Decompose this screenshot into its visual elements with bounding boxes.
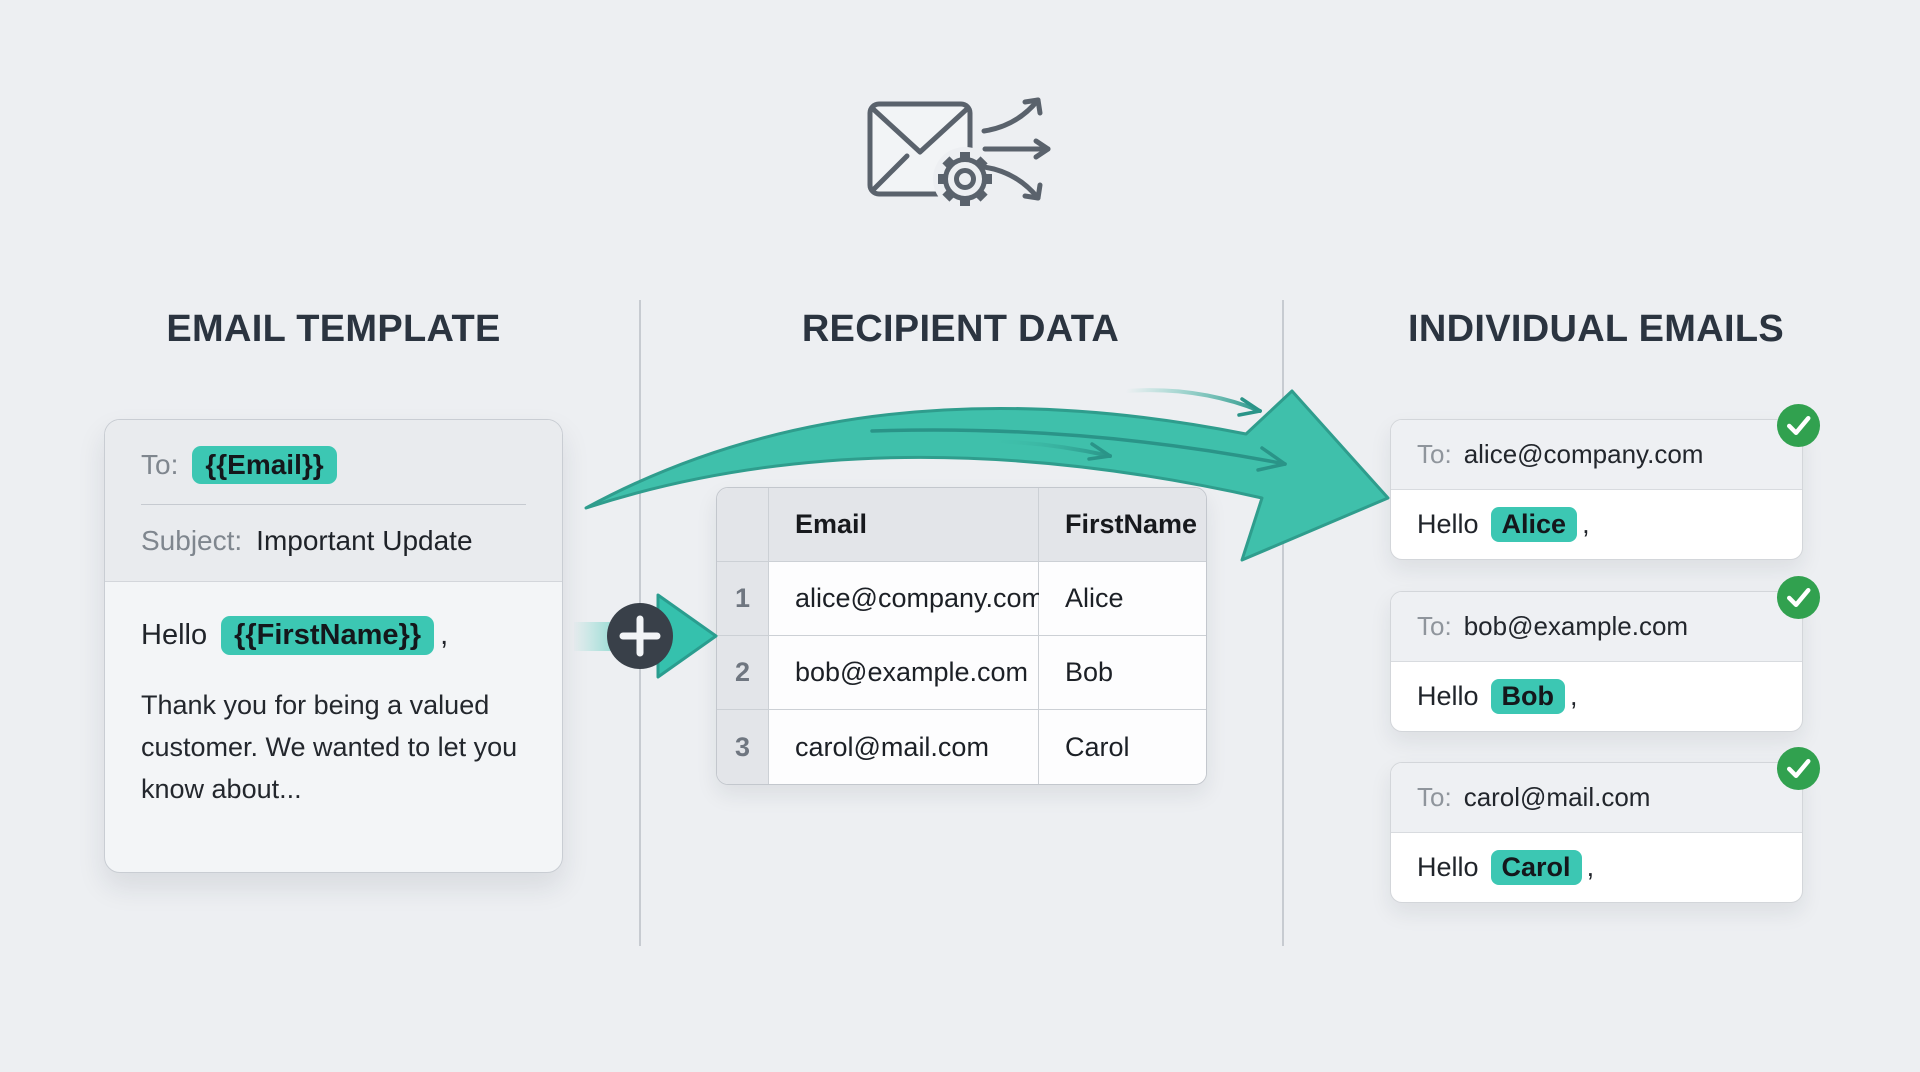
to-label: To: [1417, 782, 1452, 812]
subject-label: Subject: [141, 525, 243, 556]
to-label: To: [1417, 439, 1452, 469]
template-card-header: To: {{Email}} Subject: Important Update [105, 420, 562, 582]
email-to-row: To: carol@mail.com [1391, 763, 1802, 833]
table-cell-email: bob@example.com [769, 636, 1039, 710]
merged-name-chip: Alice [1490, 506, 1578, 542]
email-greeting-row: Hello Alice , [1391, 490, 1802, 558]
to-label: To: [1417, 611, 1452, 641]
greeting-prefix: Hello [1417, 851, 1479, 882]
email-to-row: To: alice@company.com [1391, 420, 1802, 490]
heading-recipient-data: RECIPIENT DATA [801, 308, 1120, 350]
greeting-suffix: , [1570, 680, 1578, 711]
table-header-firstname: FirstName [1039, 488, 1206, 562]
table-cell-firstname: Carol [1039, 710, 1206, 784]
fan-out-arrows-icon [981, 97, 1051, 201]
greeting-prefix: Hello [141, 619, 208, 651]
greeting-suffix: , [440, 619, 449, 651]
email-greeting-row: Hello Carol , [1391, 833, 1802, 901]
flow-accent-arrow-upper [1124, 388, 1262, 417]
to-address: alice@company.com [1463, 439, 1704, 469]
connector-arrow-icon [656, 593, 718, 679]
email-greeting-row: Hello Bob , [1391, 662, 1802, 730]
connector-tail [574, 622, 662, 651]
row-number: 2 [717, 636, 769, 710]
template-header-divider [141, 504, 526, 505]
success-check-icon [1776, 403, 1821, 448]
individual-email-card: To: alice@company.com Hello Alice , [1390, 403, 1821, 560]
email-to-row: To: bob@example.com [1391, 592, 1802, 662]
row-number: 1 [717, 562, 769, 636]
firstname-variable-chip: {{FirstName}} [221, 616, 435, 655]
template-subject-row: Subject: Important Update [141, 525, 526, 557]
heading-individual-emails: INDIVIDUAL EMAILS [1408, 308, 1784, 350]
table-cell-firstname: Bob [1039, 636, 1206, 710]
template-body-text: Thank you for being a valued customer. W… [141, 690, 518, 804]
template-to-row: To: {{Email}} [141, 446, 526, 484]
column-divider-left [639, 300, 641, 946]
mail-merge-icon [867, 97, 1051, 211]
merged-name-chip: Bob [1490, 678, 1566, 714]
subject-value: Important Update [256, 525, 473, 556]
greeting-suffix: , [1582, 508, 1590, 539]
to-label: To: [141, 449, 179, 480]
individual-email-card: To: carol@mail.com Hello Carol , [1390, 746, 1821, 903]
table-cell-email: carol@mail.com [769, 710, 1039, 784]
table-cell-firstname: Alice [1039, 562, 1206, 636]
inner-flow-line [870, 428, 1287, 472]
email-template-card: To: {{Email}} Subject: Important Update … [104, 419, 563, 873]
template-card-body: Hello {{FirstName}} , Thank you for bein… [105, 582, 562, 811]
row-number: 3 [717, 710, 769, 784]
to-address: carol@mail.com [1463, 782, 1651, 812]
column-divider-right [1282, 300, 1284, 946]
greeting-suffix: , [1586, 851, 1595, 882]
greeting-prefix: Hello [1417, 508, 1479, 539]
email-variable-chip: {{Email}} [192, 446, 337, 484]
merged-name-chip: Carol [1490, 849, 1582, 885]
heading-email-template: EMAIL TEMPLATE [166, 308, 501, 350]
merge-connector [574, 593, 718, 679]
table-cell-email: alice@company.com [769, 562, 1044, 636]
flow-accent-arrow-lower [984, 439, 1112, 461]
recipient-table: Email FirstName 1 alice@company.com Alic… [716, 487, 1207, 785]
table-header-email: Email [769, 488, 1039, 562]
success-check-icon [1776, 746, 1821, 791]
table-corner-cell [717, 488, 769, 562]
greeting-prefix: Hello [1417, 680, 1479, 711]
to-address: bob@example.com [1463, 611, 1689, 641]
individual-email-card: To: bob@example.com Hello Bob , [1390, 575, 1821, 732]
success-check-icon [1776, 575, 1821, 620]
template-greeting: Hello {{FirstName}} , [141, 616, 526, 655]
